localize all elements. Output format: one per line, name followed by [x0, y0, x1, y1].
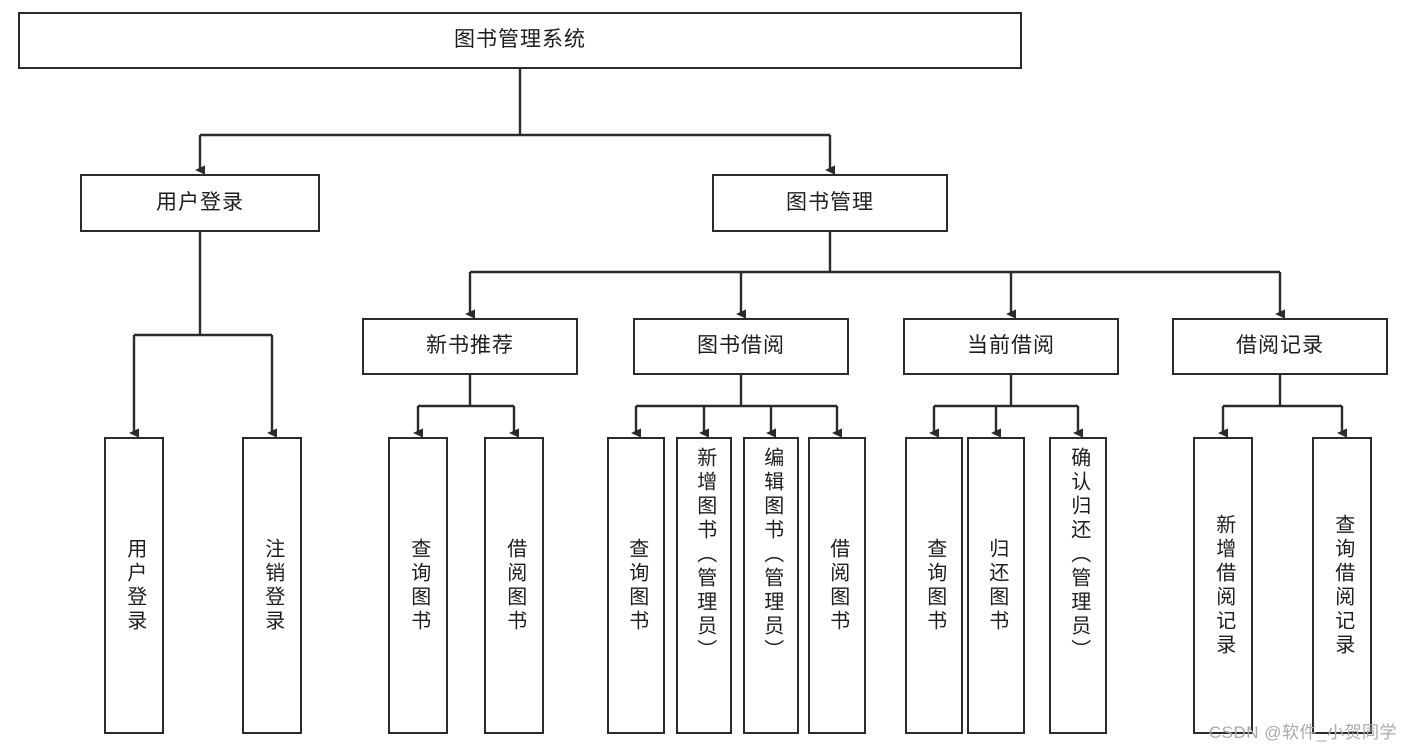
watermark-text: CSDN @软件_小贺同学: [1208, 723, 1397, 742]
edge-user-login-to-leaves: [129, 232, 277, 438]
node-leaf-confirm-return-label: 确认归还（管理员）: [1067, 447, 1090, 663]
node-book-borrow-label: 图书借阅: [697, 334, 785, 358]
node-leaf-add-record[interactable]: 新增借阅记录: [1193, 437, 1253, 734]
node-leaf-confirm-return[interactable]: 确认归还（管理员）: [1049, 437, 1107, 734]
node-leaf-query-record[interactable]: 查询借阅记录: [1312, 437, 1372, 734]
node-leaf-query-book-3-label: 查询图书: [923, 537, 946, 634]
node-leaf-user-login-label: 用户登录: [123, 537, 146, 634]
node-current-borrow[interactable]: 当前借阅: [903, 318, 1119, 375]
node-leaf-edit-book-label: 编辑图书（管理员）: [760, 447, 783, 663]
node-new-book-rec[interactable]: 新书推荐: [362, 318, 578, 375]
edge-current-borrow-to-leaves: [929, 375, 1083, 438]
node-leaf-borrow-book-1[interactable]: 借阅图书: [484, 437, 544, 734]
node-leaf-return-book[interactable]: 归还图书: [967, 437, 1025, 734]
node-current-borrow-label: 当前借阅: [967, 334, 1055, 358]
node-leaf-add-book[interactable]: 新增图书（管理员）: [676, 437, 732, 734]
node-leaf-edit-book[interactable]: 编辑图书（管理员）: [743, 437, 799, 734]
node-leaf-query-book-1[interactable]: 查询图书: [388, 437, 448, 734]
edge-book-manage-to-level3: [465, 232, 1285, 319]
node-leaf-query-book-2-label: 查询图书: [625, 537, 648, 634]
edge-new-book-rec-to-leaves: [413, 375, 519, 438]
node-leaf-query-book-1-label: 查询图书: [407, 537, 430, 634]
node-leaf-return-book-label: 归还图书: [985, 537, 1008, 634]
node-borrow-records[interactable]: 借阅记录: [1172, 318, 1388, 375]
node-borrow-records-label: 借阅记录: [1236, 334, 1324, 358]
node-leaf-query-book-2[interactable]: 查询图书: [607, 437, 665, 734]
edge-root-to-level2: [195, 69, 835, 175]
node-leaf-query-record-label: 查询借阅记录: [1331, 513, 1354, 658]
node-book-borrow[interactable]: 图书借阅: [633, 318, 849, 375]
node-leaf-query-book-3[interactable]: 查询图书: [905, 437, 963, 734]
node-leaf-logout[interactable]: 注销登录: [242, 437, 302, 734]
node-leaf-logout-label: 注销登录: [261, 537, 284, 634]
node-leaf-add-book-label: 新增图书（管理员）: [693, 447, 716, 663]
node-book-manage-label: 图书管理: [786, 190, 874, 214]
node-root[interactable]: 图书管理系统: [18, 12, 1022, 69]
node-user-login[interactable]: 用户登录: [80, 174, 320, 232]
node-root-label: 图书管理系统: [454, 28, 586, 52]
node-leaf-borrow-book-2-label: 借阅图书: [826, 537, 849, 634]
node-leaf-borrow-book-1-label: 借阅图书: [503, 537, 526, 634]
node-user-login-label: 用户登录: [156, 190, 244, 214]
node-leaf-user-login[interactable]: 用户登录: [104, 437, 164, 734]
node-leaf-add-record-label: 新增借阅记录: [1212, 513, 1235, 658]
node-leaf-borrow-book-2[interactable]: 借阅图书: [808, 437, 866, 734]
node-new-book-rec-label: 新书推荐: [426, 334, 514, 358]
edge-borrow-records-to-leaves: [1218, 375, 1347, 438]
edge-book-borrow-to-leaves: [631, 375, 842, 438]
node-book-manage[interactable]: 图书管理: [712, 174, 948, 232]
